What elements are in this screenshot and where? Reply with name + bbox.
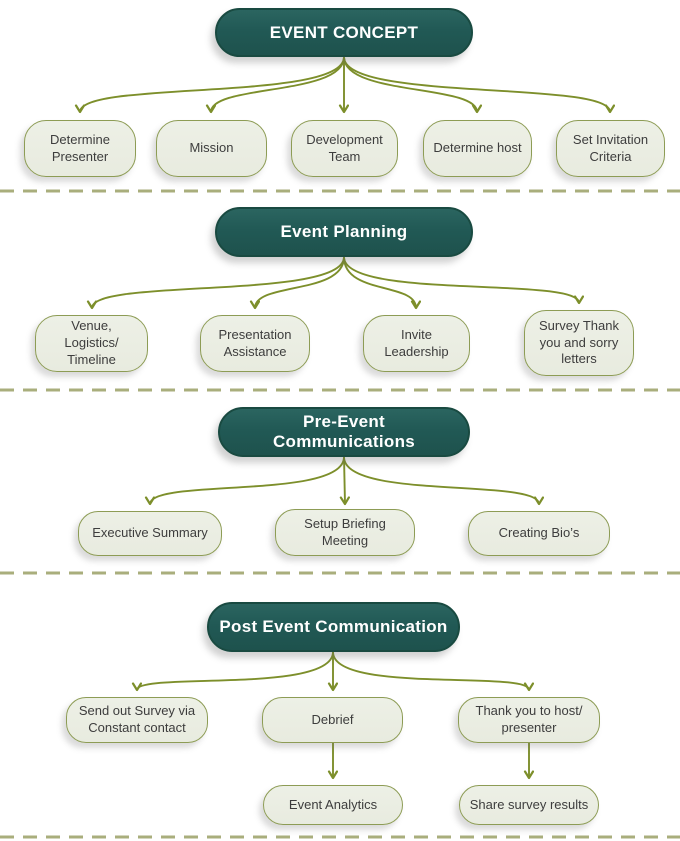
node-executive-summary: Executive Summary <box>78 511 222 556</box>
node-determine-presenter: Determine Presenter <box>24 120 136 177</box>
node-invite-leadership: Invite Leadership <box>363 315 470 372</box>
node-setup-briefing-meeting: Setup Briefing Meeting <box>275 509 415 556</box>
node-thank-you-host-presenter: Thank you to host/ presenter <box>458 697 600 743</box>
node-debrief: Debrief <box>262 697 403 743</box>
fan-arrows-event-concept <box>80 56 610 112</box>
node-development-team: Development Team <box>291 120 398 177</box>
fan-arrows-event-planning <box>92 256 579 308</box>
node-share-survey-results: Share survey results <box>459 785 599 825</box>
node-set-invitation-criteria: Set Invitation Criteria <box>556 120 665 177</box>
node-creating-bios: Creating Bio’s <box>468 511 610 556</box>
header-pre-event-communications: Pre-Event Communications <box>218 407 470 457</box>
node-venue-logistics-timeline: Venue, Logistics/ Timeline <box>35 315 148 372</box>
fan-arrows-pre-event <box>150 456 539 504</box>
node-send-out-survey: Send out Survey via Constant contact <box>66 697 208 743</box>
header-post-event-communication: Post Event Communication <box>207 602 460 652</box>
header-event-concept: EVENT CONCEPT <box>215 8 473 57</box>
node-event-analytics: Event Analytics <box>263 785 403 825</box>
node-presentation-assistance: Presentation Assistance <box>200 315 310 372</box>
node-mission: Mission <box>156 120 267 177</box>
header-event-planning: Event Planning <box>215 207 473 257</box>
node-survey-thank-you-sorry-letters: Survey Thank you and sorry letters <box>524 310 634 376</box>
fan-arrows-post-event <box>137 651 529 778</box>
node-determine-host: Determine host <box>423 120 532 177</box>
